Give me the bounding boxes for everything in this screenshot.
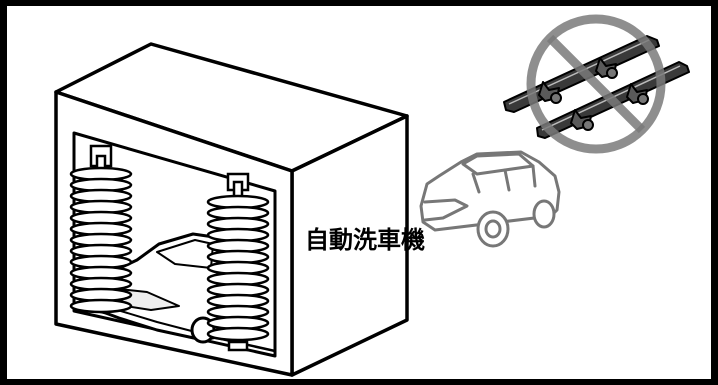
prohibited-roof-rack-icon <box>503 14 690 154</box>
car-wash-label: 自動洗車機 <box>305 226 425 254</box>
right-brush-icon <box>206 172 270 352</box>
prohibition-sign-icon <box>526 14 666 154</box>
left-brush-icon <box>69 144 133 314</box>
approaching-car-icon <box>419 150 561 248</box>
illustration-panel: 自動洗車機 <box>7 6 711 379</box>
car-wash-illustration: 自動洗車機 <box>54 14 690 377</box>
